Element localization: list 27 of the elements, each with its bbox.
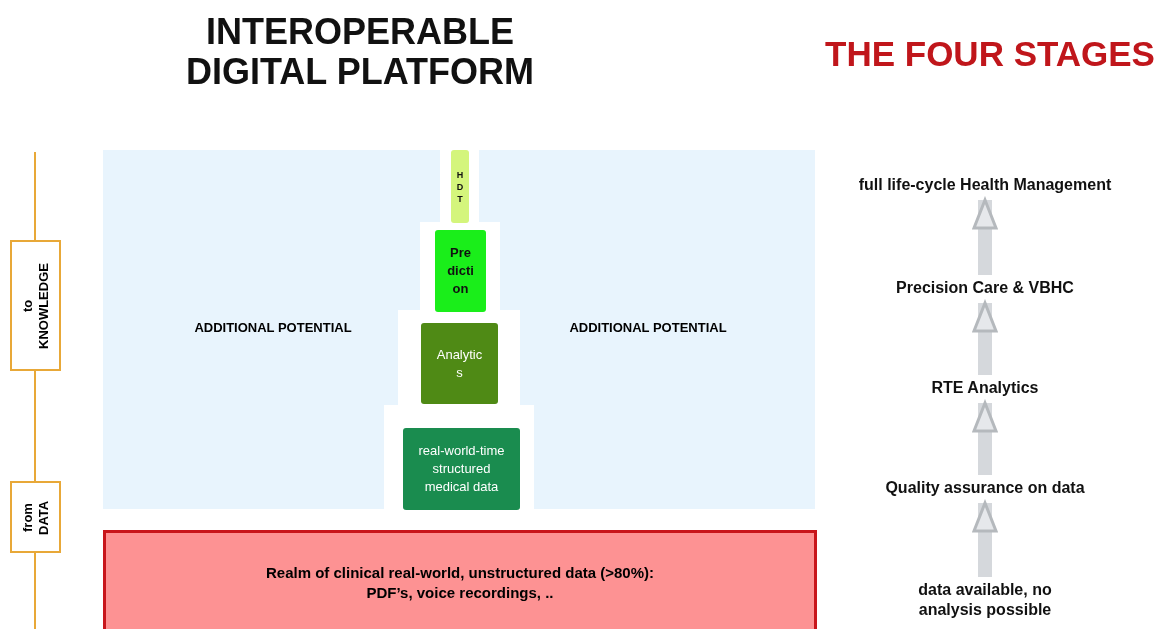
stage-text: Quality assurance on data (845, 478, 1125, 500)
stage-text: full life-cycle Health Management (845, 175, 1125, 197)
axis-label: to KNOWLEDGE (19, 261, 52, 351)
block-arrow (972, 198, 998, 275)
title: INTEROPERABLE DIGITAL PLATFORM (185, 12, 535, 92)
level-box: HDT (451, 150, 469, 223)
level-box: real-world-time structured medical data (403, 428, 520, 510)
data-realm-box (103, 530, 817, 629)
stage-box (10, 240, 61, 371)
area-label: ADDITIONAL POTENTIAL (568, 320, 728, 335)
stage-text: data available, no analysis possible (885, 580, 1085, 620)
realm-text: Realm of clinical real-world, unstructured data (>80%): PDF’s, voice recordings, .. (265, 563, 655, 603)
block-arrow (972, 301, 998, 375)
level-box: Analytics (421, 323, 498, 404)
level-box: Prediction (435, 230, 486, 312)
area-label: ADDITIONAL POTENTIAL (193, 320, 353, 335)
axis-line (34, 370, 36, 482)
heading: THE FOUR STAGES (824, 34, 1156, 74)
stage-box (10, 481, 61, 553)
potential-panel (103, 150, 815, 509)
stage-text: RTE Analytics (845, 378, 1125, 400)
axis-line (34, 552, 36, 629)
block-arrow (972, 501, 998, 577)
stage-text: Precision Care & VBHC (845, 278, 1125, 300)
axis-line (34, 151, 36, 241)
block-arrow (972, 401, 998, 475)
axis-label: from DATA (19, 498, 52, 537)
